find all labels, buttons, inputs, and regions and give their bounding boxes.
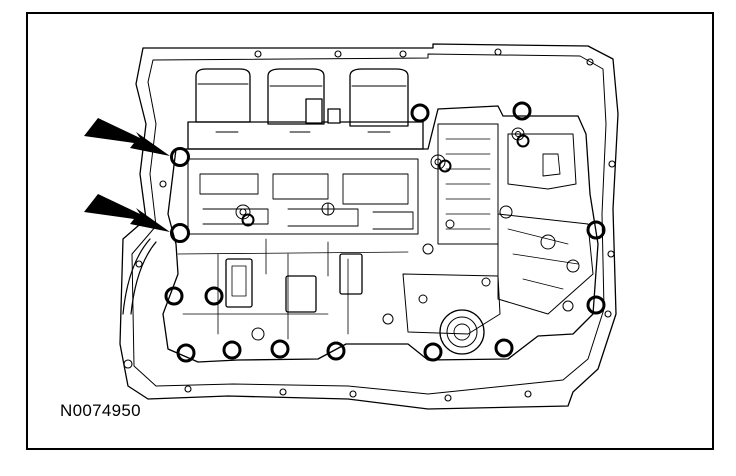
bolt-marker [516,134,530,148]
case-outline [119,43,619,410]
bolt-marker [222,340,242,360]
solenoid-pack [187,68,424,150]
bolt-marker [204,286,224,306]
bolt-marker [494,338,514,358]
bolt-marker [423,342,443,362]
bolt-marker [586,220,606,240]
highlighted-bolts [164,101,606,363]
bolt-marker [438,159,452,173]
bolt-marker [241,213,255,227]
internal-ports [235,127,580,355]
bolt-marker [164,286,184,306]
callout-arrow-upper [84,118,170,156]
bolt-marker [176,343,196,363]
bolt-marker [410,103,430,123]
case-bolt-holes [123,48,616,402]
bolt-marker [512,101,532,121]
bolt-marker [326,341,346,361]
callout-arrows [84,118,170,232]
bolt-marker [586,295,606,315]
figure-frame: N0074950 [26,12,714,450]
valve-body-plate [162,105,599,363]
valve-body-diagram [84,43,619,410]
bolt-marker [270,339,290,359]
callout-arrow-lower [84,194,170,232]
bolt-marker [170,223,190,243]
wire-harness [122,238,363,315]
figure-id-label: N0074950 [60,401,141,420]
bolt-marker [170,147,190,167]
